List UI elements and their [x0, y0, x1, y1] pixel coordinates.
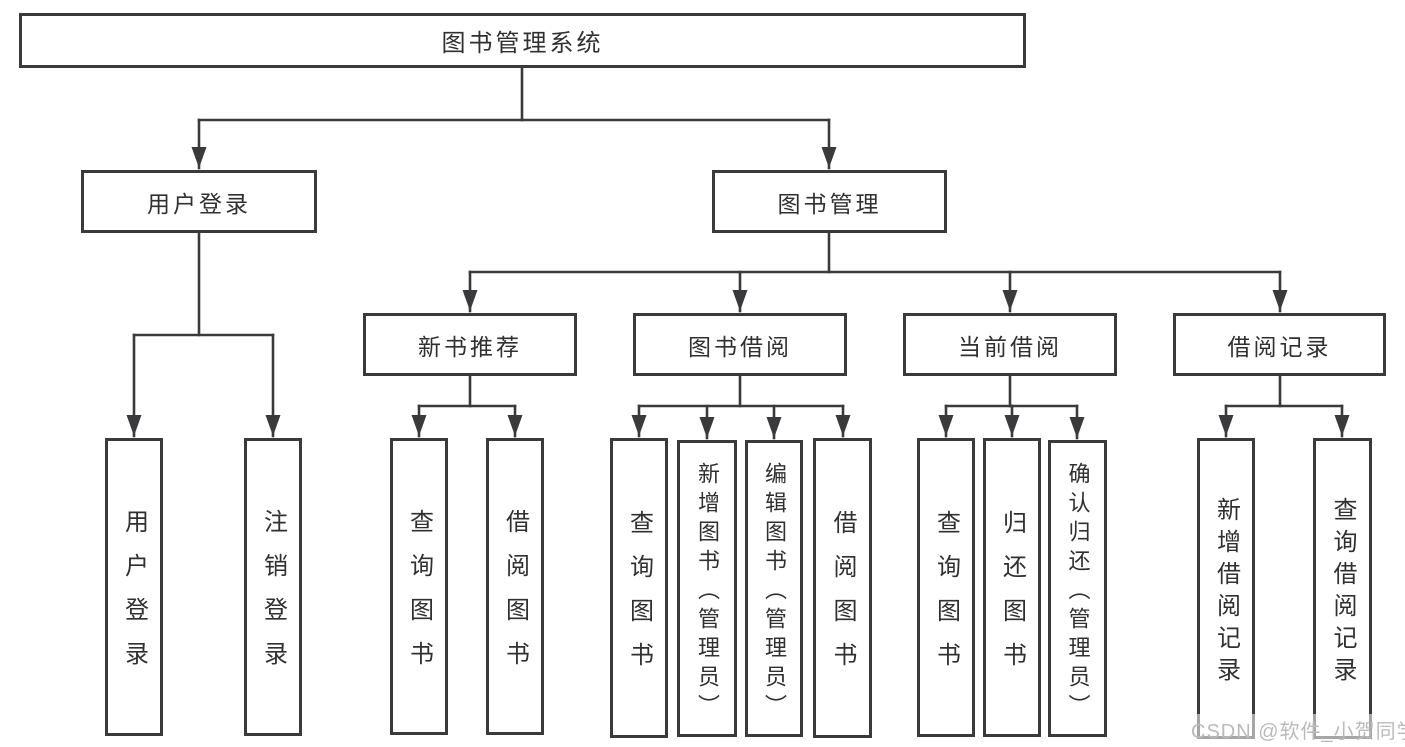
node-user-login-leaf: 用户登录 — [105, 438, 163, 736]
connector-current-borrowing — [938, 374, 1085, 440]
connector-new-book-recommend — [411, 374, 523, 438]
node-query-books-current: 查询图书 — [917, 438, 975, 737]
connector-book-management — [462, 231, 1288, 313]
node-borrow-books-recommend: 借阅图书 — [486, 438, 544, 735]
csdn-watermark: CSDN @软件_小贺同学 — [1188, 714, 1405, 745]
node-query-borrow-record: 查询借阅记录 — [1313, 438, 1372, 739]
node-edit-books-admin: 编辑图书（管理员） — [745, 440, 803, 737]
connector-borrowing-records — [1218, 374, 1350, 438]
node-borrow-books-borrowing: 借阅图书 — [813, 438, 872, 738]
node-new-book-recommend: 新书推荐 — [363, 313, 577, 376]
node-add-books-admin: 新增图书（管理员） — [677, 440, 737, 737]
node-borrowing-records: 借阅记录 — [1173, 313, 1386, 376]
node-confirm-return-admin: 确认归还（管理员） — [1048, 440, 1107, 737]
node-return-books: 归还图书 — [983, 438, 1041, 737]
connector-user-login — [126, 231, 281, 438]
node-current-borrowing: 当前借阅 — [903, 313, 1117, 376]
node-add-borrow-record: 新增借阅记录 — [1197, 438, 1255, 739]
connector-root — [191, 66, 837, 170]
node-query-books-borrowing: 查询图书 — [610, 438, 668, 738]
node-library-system: 图书管理系统 — [19, 13, 1026, 68]
node-book-borrowing: 图书借阅 — [633, 313, 847, 376]
node-book-management: 图书管理 — [712, 170, 947, 233]
node-logout-leaf: 注销登录 — [244, 438, 302, 736]
node-query-books-recommend: 查询图书 — [390, 438, 448, 735]
connector-book-borrowing — [631, 374, 851, 440]
node-user-login: 用户登录 — [81, 170, 317, 233]
